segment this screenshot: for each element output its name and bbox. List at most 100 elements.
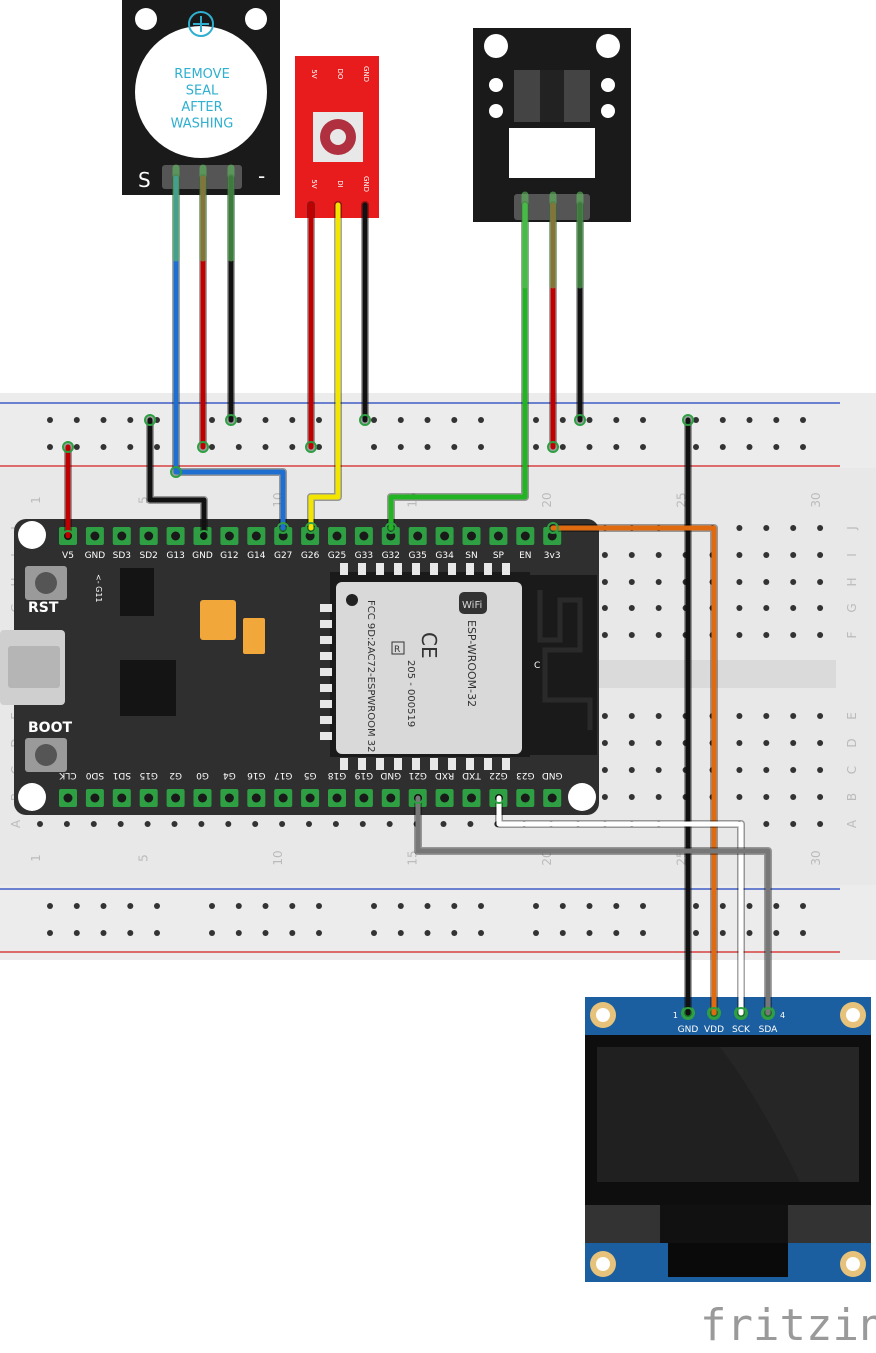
esp32-top-pin-label: G13 bbox=[166, 551, 184, 561]
bb-rail-hole bbox=[533, 930, 539, 936]
bb-rail-hole bbox=[746, 930, 753, 936]
esp32-top-pin-label: SN bbox=[465, 551, 477, 561]
bb-rail-hole bbox=[235, 417, 242, 423]
bb-rail-hole bbox=[478, 417, 484, 423]
buzzer-label-line: WASHING bbox=[171, 117, 234, 132]
esp32-pin-hole bbox=[386, 793, 396, 803]
oled-pin-first: 1 bbox=[673, 1011, 678, 1020]
esp32-bottom-pin-label: TXD bbox=[462, 770, 482, 780]
bb-hole bbox=[763, 740, 770, 746]
esp32-top-pin-label: SP bbox=[493, 551, 505, 561]
esp32-bottom-pin-label: G21 bbox=[408, 770, 426, 780]
bb-col-number: 30 bbox=[809, 492, 823, 507]
bb-hole bbox=[763, 794, 770, 800]
bb-hole bbox=[817, 767, 824, 773]
module-pad bbox=[358, 563, 366, 575]
esp32-pin-hole bbox=[413, 531, 423, 541]
bb-row-letter: C bbox=[845, 766, 859, 774]
esp32-top-pin-label: G32 bbox=[382, 551, 400, 561]
bb-col-number: 5 bbox=[137, 854, 151, 862]
bb-rail-hole bbox=[719, 417, 726, 423]
esp32-top-pin-label: G27 bbox=[274, 551, 292, 561]
bb-rail-hole bbox=[800, 417, 806, 423]
bb-hole bbox=[279, 821, 286, 827]
bb-rail-hole bbox=[127, 930, 134, 936]
esp32-bottom-pin-label: G4 bbox=[223, 770, 236, 780]
bb-rail-hole bbox=[73, 417, 80, 423]
wire bbox=[388, 202, 528, 531]
esp32-pin-hole bbox=[520, 531, 530, 541]
bb-rail-hole bbox=[127, 444, 134, 450]
esp32-top-pin-label: G14 bbox=[247, 551, 266, 561]
esp32-bottom-pin-label: SD0 bbox=[85, 770, 104, 780]
bb-hole bbox=[655, 740, 662, 746]
module-cert-text: 205 - 000519 bbox=[405, 660, 416, 727]
esp32-pin-hole bbox=[171, 531, 181, 541]
wires bbox=[62, 164, 774, 1019]
led-bottom-pin-label: GND bbox=[362, 176, 370, 192]
bb-rail-hole bbox=[397, 930, 404, 936]
bb-rail-hole bbox=[559, 903, 566, 909]
bb-hole bbox=[817, 713, 824, 719]
esp32-bottom-pin-label: G23 bbox=[516, 770, 534, 780]
esp32-bottom-pin-label: CLK bbox=[58, 770, 76, 780]
r-mark: R bbox=[394, 645, 400, 655]
bb-row-letter: A bbox=[845, 819, 859, 828]
bb-rail-hole bbox=[316, 444, 322, 450]
wire-endpoint bbox=[547, 522, 559, 534]
module-pad bbox=[320, 700, 332, 708]
bb-rail-hole bbox=[47, 903, 53, 909]
module-pad bbox=[320, 668, 332, 676]
bb-rail-hole bbox=[127, 417, 134, 423]
wire-endpoint bbox=[305, 441, 317, 453]
bb-col-number: 30 bbox=[809, 850, 823, 865]
esp32-top-pin-label: V5 bbox=[62, 551, 74, 561]
bb-rail-hole bbox=[154, 930, 160, 936]
bb-rail-hole bbox=[127, 903, 134, 909]
bb-hole bbox=[736, 525, 743, 531]
mount-hole bbox=[18, 521, 46, 549]
bb-rail-hole bbox=[371, 930, 377, 936]
bb-rail-hole bbox=[235, 930, 242, 936]
esp32-top-pin-label: G25 bbox=[328, 551, 346, 561]
esp32-pin-hole bbox=[278, 531, 288, 541]
esp32-pin-hole bbox=[224, 531, 234, 541]
bb-rail-hole bbox=[371, 903, 377, 909]
bb-rail-hole bbox=[640, 444, 646, 450]
bb-hole bbox=[763, 605, 770, 611]
bb-hole bbox=[736, 552, 743, 558]
esp32-pin-hole bbox=[305, 793, 315, 803]
bb-hole bbox=[817, 525, 824, 531]
bb-rail-hole bbox=[640, 903, 646, 909]
capacitor bbox=[200, 600, 236, 640]
bb-hole bbox=[628, 794, 635, 800]
boot-button[interactable] bbox=[25, 738, 67, 772]
buzzer-label-line: SEAL bbox=[186, 84, 219, 99]
buzzer-pin-minus: - bbox=[258, 164, 265, 188]
bb-col-number: 25 bbox=[675, 492, 689, 507]
oled-pin-label: VDD bbox=[704, 1025, 724, 1035]
bb-rail-hole bbox=[559, 444, 566, 450]
bb-rail-hole bbox=[478, 930, 484, 936]
fritzing-watermark: fritzing bbox=[700, 1300, 876, 1351]
bb-rail-hole bbox=[316, 903, 322, 909]
wire-endpoint bbox=[144, 414, 156, 426]
bb-rail-hole bbox=[800, 444, 806, 450]
rst-button[interactable] bbox=[25, 566, 67, 600]
bb-hole bbox=[817, 794, 824, 800]
bb-hole bbox=[790, 579, 797, 585]
led-top-pin-label: 5V bbox=[310, 69, 318, 78]
bb-hole bbox=[655, 552, 662, 558]
esp32-bottom-pin-label: GND bbox=[380, 770, 401, 780]
bb-hole bbox=[440, 821, 447, 827]
oled-pin-last: 4 bbox=[780, 1011, 785, 1020]
bb-hole bbox=[790, 821, 797, 827]
bb-col-number: 1 bbox=[29, 496, 43, 504]
wire-endpoint bbox=[762, 1007, 774, 1019]
bb-rail-hole bbox=[47, 444, 53, 450]
bb-rail-hole bbox=[559, 930, 566, 936]
bb-hole bbox=[763, 632, 770, 638]
oled-pin-label: GND bbox=[678, 1025, 699, 1035]
esp32-pin-hole bbox=[278, 793, 288, 803]
